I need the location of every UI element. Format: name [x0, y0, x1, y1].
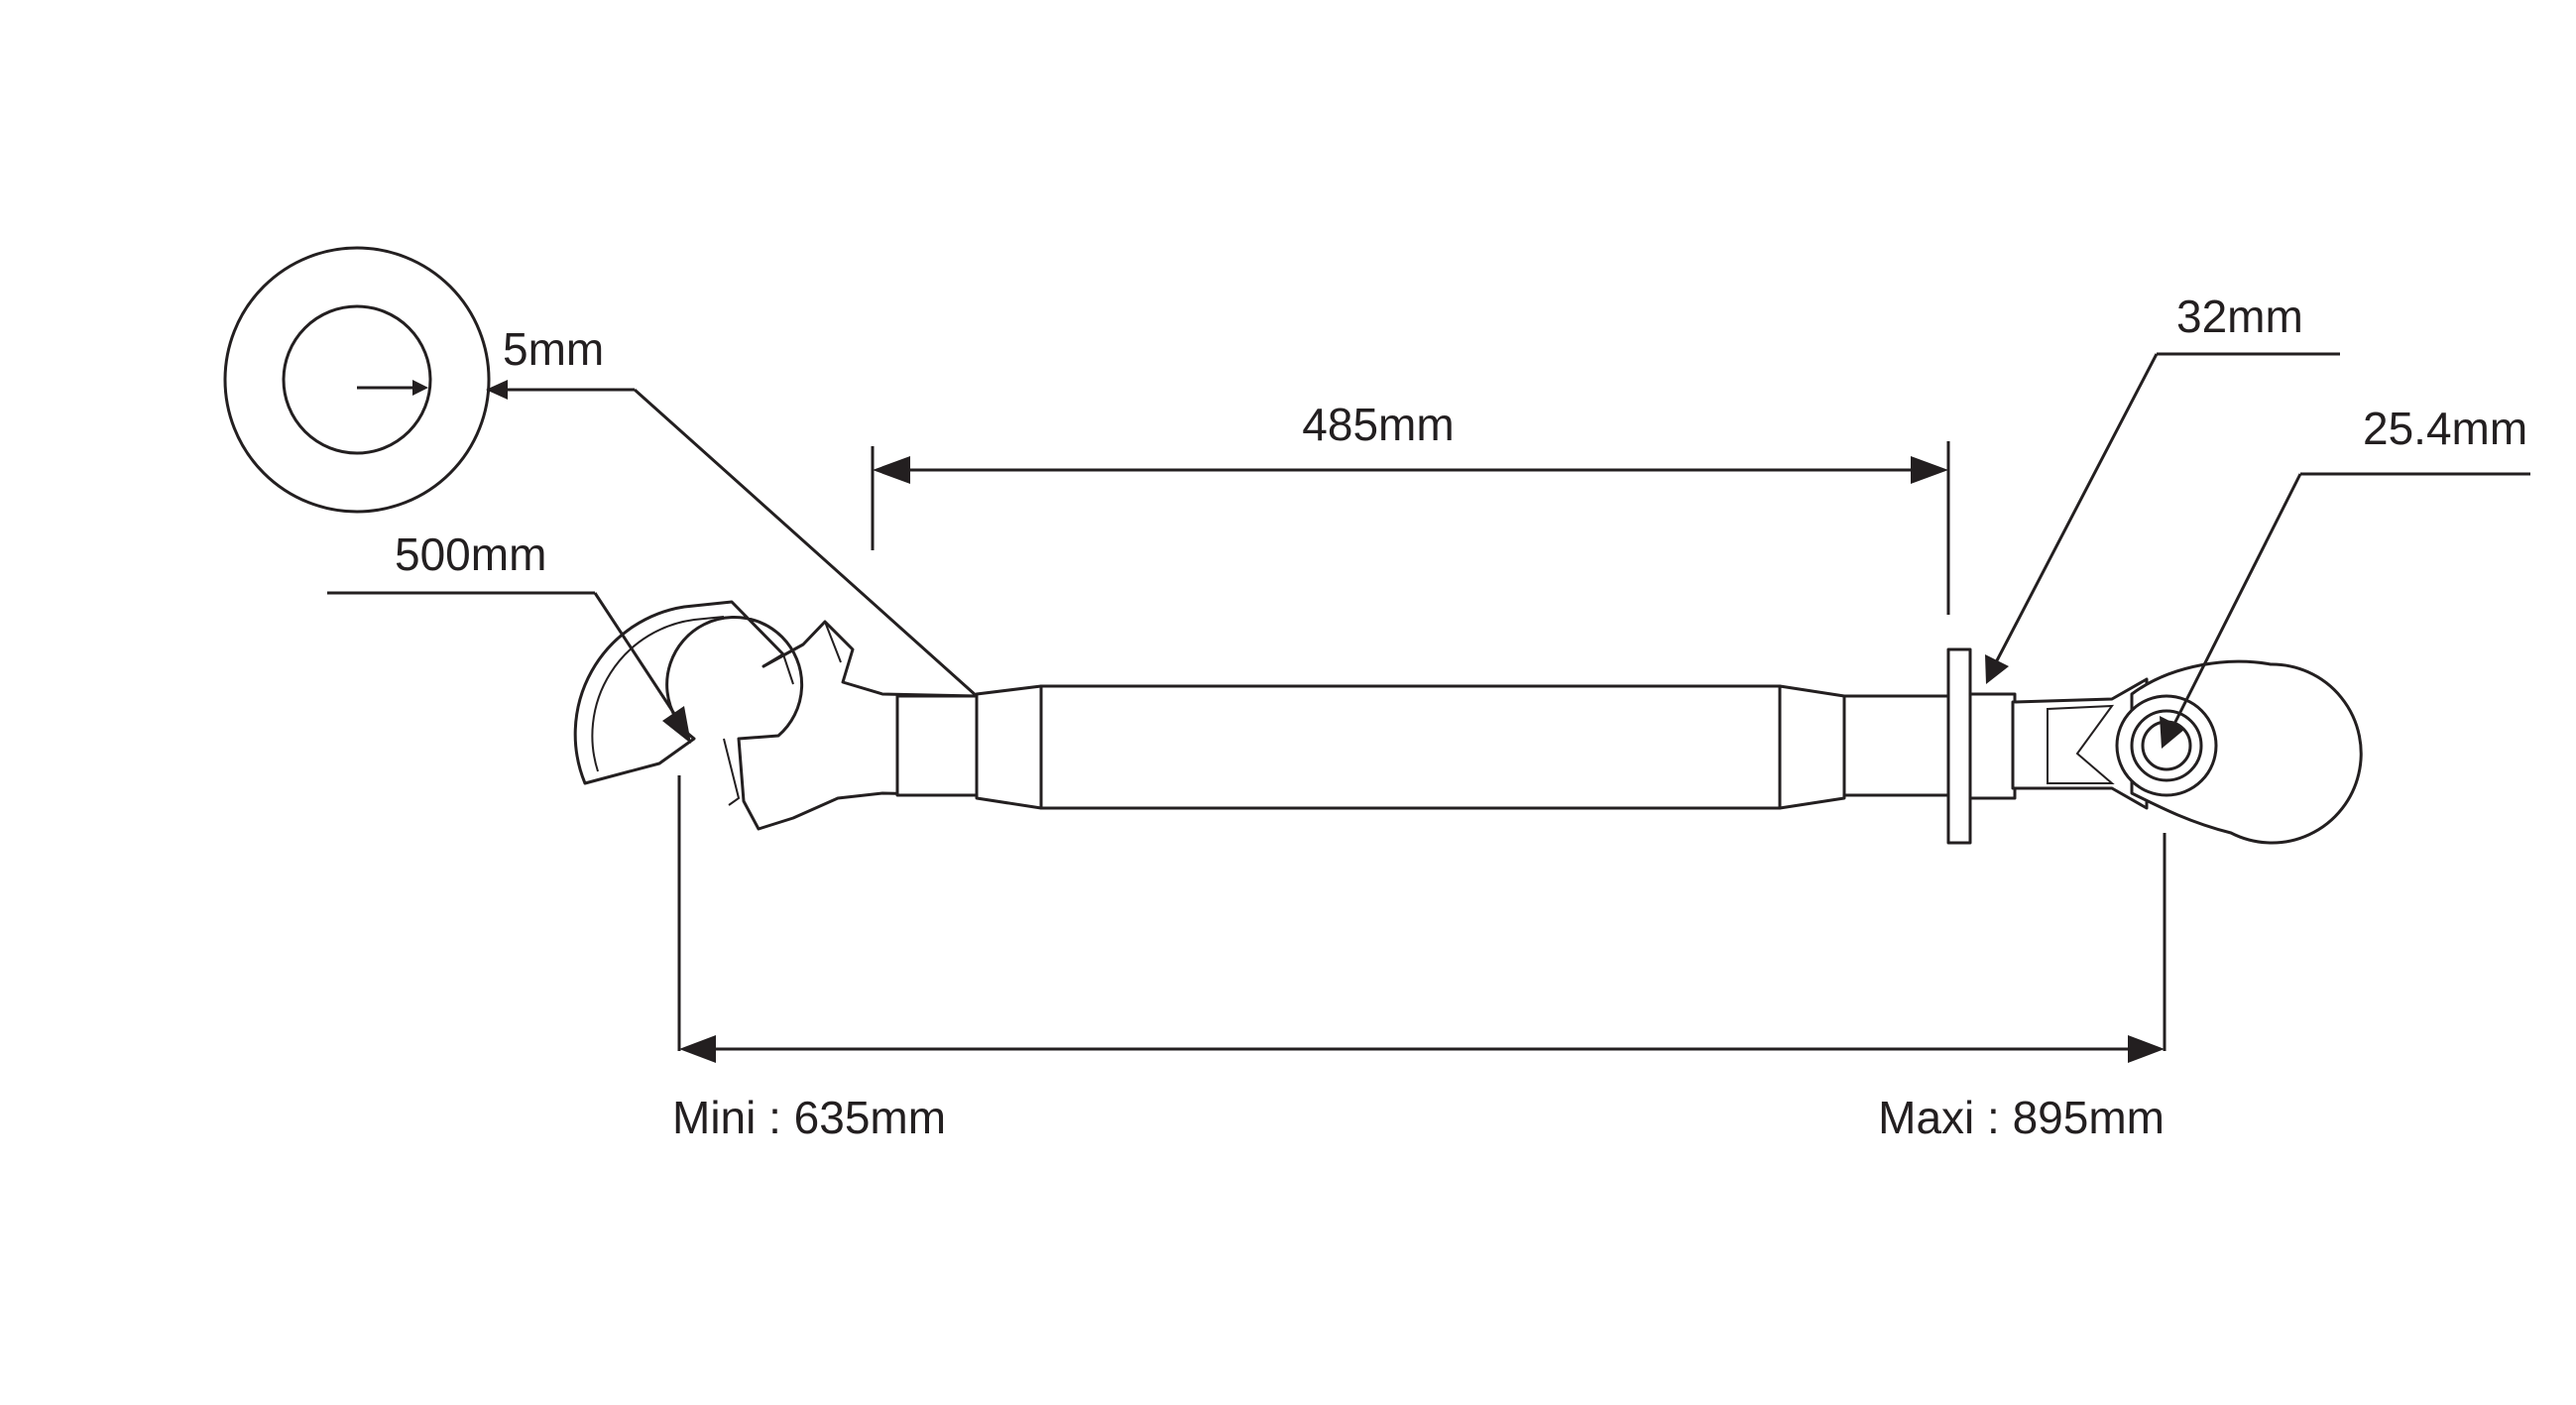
hook-size-label: 500mm	[395, 528, 546, 580]
hook-inner-curve	[591, 616, 725, 772]
min-length-label: Mini : 635mm	[672, 1092, 946, 1143]
wall-leader-arrow-head	[486, 380, 508, 400]
left-taper	[975, 684, 1043, 810]
ball-end-yoke	[2047, 704, 2115, 784]
ball-end	[2011, 659, 2363, 845]
flange-callout: 32mm	[1985, 291, 2340, 684]
body-length-label: 485mm	[1302, 399, 1454, 450]
tube-inner-circle	[282, 304, 432, 455]
locknut-hub	[1968, 692, 2017, 800]
max-length-label: Maxi : 895mm	[1878, 1092, 2165, 1143]
hook-leader-diagonal	[593, 592, 686, 730]
ball-leader-arrow-head	[2160, 716, 2185, 749]
wall-thickness-label: 5mm	[503, 323, 604, 375]
hook-size-callout: 500mm	[327, 528, 691, 744]
locknut	[1946, 647, 2017, 845]
wall-arrow-head	[412, 380, 428, 396]
flange-leader-diagonal	[1993, 353, 2159, 665]
left-threaded-rod	[895, 694, 984, 797]
body-length-dimension: 485mm	[871, 399, 1950, 615]
overall-arrow-right	[2128, 1035, 2165, 1063]
body-arrow-right	[1911, 456, 1948, 484]
wall-leader-diagonal	[633, 388, 979, 698]
ball-end-neck	[2011, 677, 2149, 810]
hook-end	[573, 600, 979, 831]
ball-diameter-callout: 25.4mm	[2160, 403, 2530, 749]
ball-diameter-label: 25.4mm	[2363, 403, 2527, 454]
right-taper	[1778, 684, 1846, 810]
ball-leader-diagonal	[2172, 473, 2302, 725]
tube-cylinder	[1039, 684, 1782, 810]
flange-leader-arrow-head	[1985, 654, 2009, 684]
hook-body	[573, 600, 979, 831]
wall-thickness-callout: 5mm	[486, 323, 979, 698]
overall-arrow-left	[679, 1035, 716, 1063]
locknut-plate	[1946, 647, 1972, 845]
right-threaded-rod	[1842, 694, 1950, 797]
overall-length-dimension: Mini : 635mm Maxi : 895mm	[672, 775, 2166, 1143]
hook-notch	[782, 621, 842, 685]
tube-body	[895, 684, 1950, 810]
body-arrow-left	[873, 456, 910, 484]
hook-leader-arrow-head	[662, 706, 691, 744]
tube-cross-section	[223, 246, 491, 514]
flange-size-label: 32mm	[2176, 291, 2303, 342]
hook-slot-left	[723, 738, 741, 806]
